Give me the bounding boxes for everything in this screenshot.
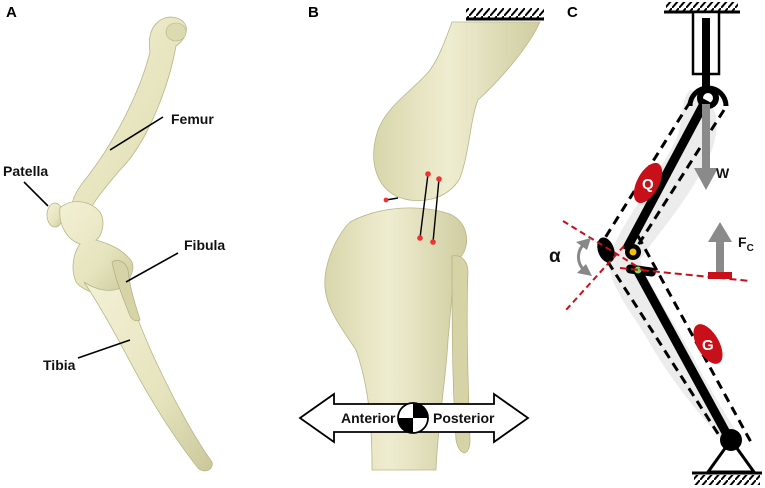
fibula-label: Fibula <box>184 237 225 253</box>
thigh-segment <box>622 97 710 253</box>
femur-bone <box>71 16 187 213</box>
angle-alpha-label: α <box>549 246 561 267</box>
panel-a-letter: A <box>6 4 17 21</box>
panel-b: B Anterior P <box>298 4 544 471</box>
contact-force-main: F <box>738 234 747 250</box>
gastrocnemius-muscle <box>693 324 723 364</box>
shank-dashed-line-back <box>636 235 754 445</box>
panel-c: C <box>549 2 762 485</box>
gastrocnemius-label: G <box>702 337 714 354</box>
ankle-pin-support <box>692 429 762 485</box>
angle-dashed-line-b <box>565 245 625 311</box>
femur-label: Femur <box>171 111 214 127</box>
weight-force-arrow <box>694 104 718 190</box>
angle-arc-arrow <box>576 238 592 276</box>
weight-force-label: W <box>716 165 730 181</box>
quadriceps-muscle <box>633 162 663 204</box>
fibula-leader-line <box>125 252 179 283</box>
fixed-support-top-b <box>466 8 544 21</box>
panel-b-letter: B <box>308 4 319 21</box>
slider-joint <box>691 10 721 90</box>
anterior-label: Anterior <box>341 410 396 426</box>
posterior-label: Posterior <box>433 410 495 426</box>
ligament-markers <box>383 171 442 245</box>
shank-dashed-line-front <box>606 261 724 441</box>
tibia-leader-line <box>77 339 131 359</box>
thigh-dashed-line-front <box>598 101 692 247</box>
femur-distal-bone <box>373 21 541 202</box>
patella-leader-line <box>23 181 49 207</box>
shank-segment <box>632 265 734 443</box>
joint-center-yellow <box>629 248 637 256</box>
contact-force-label: FC <box>738 234 754 254</box>
tibia-label: Tibia <box>43 357 76 373</box>
fibula-bone <box>111 260 141 322</box>
quadriceps-label: Q <box>642 176 654 193</box>
center-of-mass-icon <box>397 402 429 434</box>
patella-label: Patella <box>3 163 48 179</box>
tibia-bone <box>83 281 213 472</box>
panel-c-letter: C <box>567 4 578 21</box>
femur-leader-line <box>109 116 164 151</box>
fixed-support-top-c <box>664 2 740 14</box>
panel-a: A Femur Patella Fibula Tibia <box>3 4 225 472</box>
angle-dashed-line-a <box>562 220 647 273</box>
thigh-dashed-line-back <box>631 109 726 254</box>
contact-force-arrow <box>708 222 732 279</box>
contact-force-subscript: C <box>747 243 754 254</box>
